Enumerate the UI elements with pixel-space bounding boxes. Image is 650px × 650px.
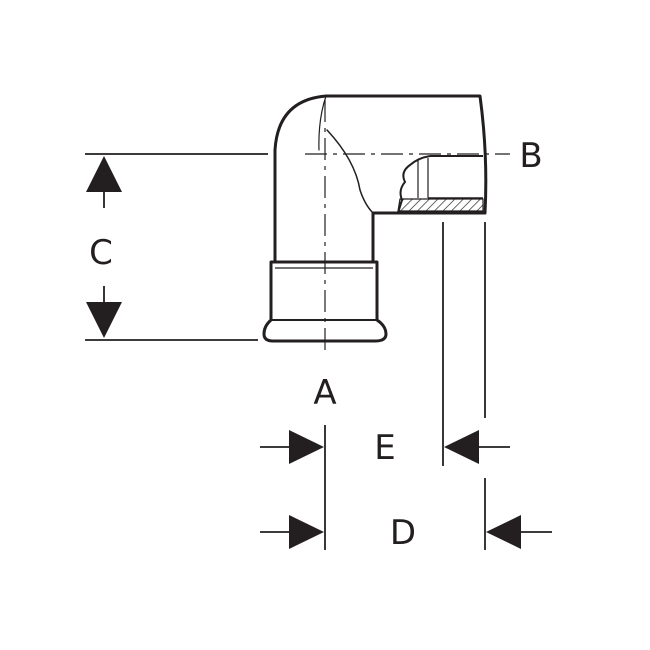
label-b: B <box>519 136 542 176</box>
dimension-e <box>260 430 510 464</box>
label-d: D <box>390 513 416 553</box>
d-arrow-right <box>486 515 521 549</box>
center-lines <box>305 100 510 355</box>
d-arrow-left <box>289 515 324 549</box>
label-c: C <box>89 233 113 273</box>
thread-cutaway-break <box>397 155 431 214</box>
c-arrow-up <box>86 156 122 192</box>
socket-body <box>262 260 388 343</box>
extension-lines <box>324 222 486 550</box>
label-e: E <box>374 428 395 468</box>
e-arrow-right <box>444 430 479 464</box>
c-arrow-down <box>86 302 122 338</box>
press-socket <box>262 260 388 343</box>
dimension-d <box>260 515 552 549</box>
elbow-fitting <box>273 94 488 264</box>
elbow-bend-curve <box>326 129 374 214</box>
elbow-outer-contour <box>273 94 488 264</box>
thread-hatch <box>397 198 484 212</box>
threaded-end <box>397 155 484 214</box>
dimension-c <box>85 153 268 341</box>
e-arrow-left <box>289 430 324 464</box>
label-a: A <box>313 373 336 413</box>
